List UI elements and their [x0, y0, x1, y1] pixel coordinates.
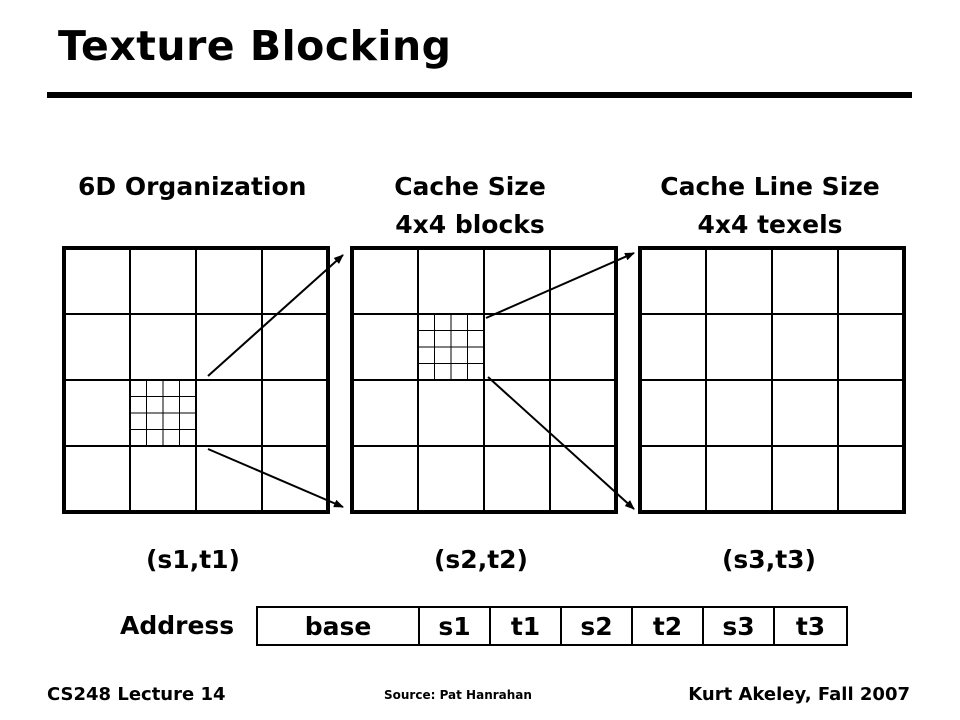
- address-segment-t3: t3: [773, 608, 846, 644]
- arrow-grid2-to-grid3-top: [485, 252, 635, 319]
- address-segment-s1: s1: [418, 608, 489, 644]
- footer-lecture: CS248 Lecture 14: [47, 684, 226, 705]
- grid2-heading-line2: 4x4 blocks: [395, 210, 545, 239]
- grid1-subblock-detail: [130, 380, 196, 446]
- arrow-grid1-to-grid2-top: [207, 254, 344, 377]
- grid3-cache-line-size: [638, 246, 906, 514]
- address-segment-t2: t2: [631, 608, 702, 644]
- grid1-heading-line: 6D Organization: [78, 172, 307, 201]
- address-bit-layout: base s1 t1 s2 t2 s3 t3: [256, 606, 848, 646]
- grid3-heading: Cache Line Size 4x4 texels: [640, 168, 900, 244]
- slide-title: Texture Blocking: [58, 22, 452, 70]
- grid1-6d-organization: [62, 246, 330, 514]
- title-rule: [47, 92, 912, 98]
- grid1-heading: 6D Organization: [78, 168, 306, 206]
- grid2-cache-size: [350, 246, 618, 514]
- grid2-heading: Cache Size 4x4 blocks: [385, 168, 555, 244]
- grid1-coord-label: (s1,t1): [146, 545, 240, 574]
- arrow-grid1-to-grid2-bottom: [207, 448, 344, 508]
- address-segment-s3: s3: [702, 608, 773, 644]
- grid3-coord-label: (s3,t3): [722, 545, 816, 574]
- footer-source: Source: Pat Hanrahan: [384, 688, 532, 702]
- grid2-coord-label: (s2,t2): [434, 545, 528, 574]
- arrow-grid2-to-grid3-bottom: [487, 376, 635, 510]
- grid3-heading-line1: Cache Line Size: [660, 172, 880, 201]
- address-label: Address: [120, 611, 235, 640]
- grid2-subblock-detail: [418, 314, 484, 380]
- address-segment-t1: t1: [489, 608, 560, 644]
- address-segment-s2: s2: [560, 608, 631, 644]
- footer-author: Kurt Akeley, Fall 2007: [688, 684, 910, 705]
- grid3-heading-line2: 4x4 texels: [697, 210, 843, 239]
- address-segment-base: base: [304, 611, 372, 641]
- grid2-heading-line1: Cache Size: [394, 172, 546, 201]
